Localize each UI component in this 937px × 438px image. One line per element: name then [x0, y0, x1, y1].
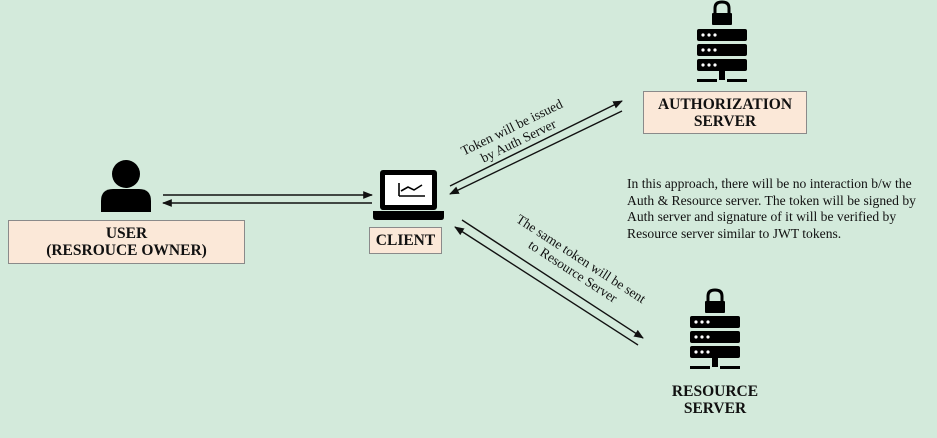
user-box: USER (RESROUCE OWNER) [8, 220, 245, 264]
client-label: CLIENT [375, 232, 436, 249]
user-label-line1: USER [105, 225, 148, 242]
arrow-resource-to-client [454, 226, 639, 346]
resource-server-label-line1: RESOURCE [671, 383, 759, 400]
arrow-client-to-resource [461, 219, 644, 339]
arrow-auth-to-client [449, 110, 623, 195]
resource-server-icon [690, 288, 740, 369]
resource-server-label-line2: SERVER [683, 400, 747, 417]
client-box: CLIENT [369, 227, 442, 254]
auth-server-label-line2: SERVER [693, 112, 757, 130]
explanation-note: In this approach, there will be no inter… [627, 176, 916, 241]
laptop-icon [373, 170, 444, 220]
arrow-client-to-auth [449, 100, 623, 187]
person-icon [101, 160, 151, 212]
auth-server-box: AUTHORIZATION SERVER [643, 91, 807, 134]
auth-server-label-line1: AUTHORIZATION [657, 95, 793, 113]
resource-server-label: RESOURCE SERVER [655, 383, 775, 417]
auth-server-icon [697, 0, 747, 82]
user-label-line2: (RESROUCE OWNER) [46, 242, 207, 259]
